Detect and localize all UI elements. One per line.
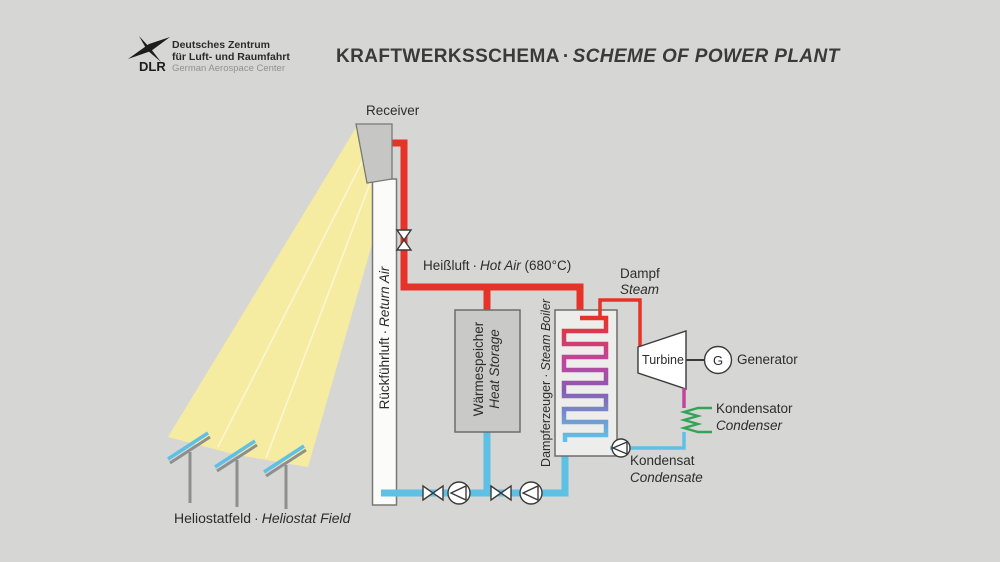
generator-label: Generator <box>737 352 798 367</box>
steam-pipe <box>598 298 642 346</box>
turbine-label: Turbine <box>642 353 684 367</box>
steam-boiler-separator: · <box>539 373 553 378</box>
condensate-pipe <box>610 432 686 450</box>
receiver-shape <box>355 123 393 184</box>
logo-line-3: German Aerospace Center <box>172 63 286 74</box>
boiler-coil <box>561 315 609 442</box>
dlr-brand-text: DLR <box>139 59 166 74</box>
heliostat-field-de: Heliostatfeld <box>174 510 252 526</box>
generator-symbol: G <box>712 352 724 368</box>
heat-storage-label: Wärmespeicher Heat Storage <box>471 289 503 449</box>
condenser-en: Condenser <box>716 418 783 433</box>
hot-air-pipe <box>388 139 584 318</box>
valve-icon <box>422 484 444 502</box>
steam-de: Dampf <box>620 266 660 281</box>
heat-storage-de: Wärmespeicher <box>471 321 486 417</box>
hot-air-temp: (680°C) <box>524 258 572 273</box>
heliostat-field-en: Heliostat Field <box>261 510 351 526</box>
pump-icon <box>519 481 543 505</box>
pump-icon <box>447 481 471 505</box>
heliostat <box>263 444 307 509</box>
title-german: KRAFTWERKSSCHEMA <box>336 46 560 67</box>
steam-label: Dampf Steam <box>620 266 660 298</box>
logo-line-2: für Luft- und Raumfahrt <box>172 51 290 63</box>
hot-air-label: Heißluft·Hot Air (680°C) <box>423 258 571 274</box>
condensate-label: Kondensat Condensate <box>630 452 703 486</box>
generator-circle <box>703 345 733 375</box>
valve-icon <box>395 229 413 251</box>
heliostat <box>167 431 211 503</box>
heliostat-field-label: Heliostatfeld·Heliostat Field <box>174 510 350 526</box>
steam-boiler-de: Dampferzeuger <box>539 380 553 467</box>
logo-text-block: Deutsches Zentrum für Luft- und Raumfahr… <box>172 39 290 75</box>
condenser-icon <box>679 406 712 434</box>
title-separator: · <box>562 46 570 67</box>
heliostat-field-separator: · <box>254 510 259 526</box>
condensate-de: Kondensat <box>630 453 695 468</box>
steam-boiler-en: Steam Boiler <box>539 299 553 371</box>
steam-en: Steam <box>620 282 660 297</box>
return-air-de: Rückführluft <box>377 337 392 410</box>
return-air-duct <box>371 178 398 506</box>
solar-beam <box>168 126 391 467</box>
dlr-logo-icon <box>128 36 170 62</box>
hot-air-en: Hot Air <box>480 258 521 273</box>
condenser-de: Kondensator <box>716 401 793 416</box>
receiver-label: Receiver <box>366 103 420 118</box>
title-english: SCHEME OF POWER PLANT <box>572 46 840 67</box>
heliostat <box>214 439 258 507</box>
return-air-label: Rückführluft · Return Air <box>377 238 393 438</box>
turbine-shape <box>637 330 687 390</box>
pump-icon <box>611 438 631 458</box>
return-air-en: Return Air <box>377 266 392 327</box>
logo-line-1: Deutsches Zentrum <box>172 39 271 51</box>
valve-icon <box>490 484 512 502</box>
condensate-en: Condensate <box>630 470 703 485</box>
steam-boiler-label: Dampferzeuger · Steam Boiler <box>538 293 554 473</box>
heat-storage-en: Heat Storage <box>487 329 502 409</box>
page-title: KRAFTWERKSSCHEMA·SCHEME OF POWER PLANT <box>336 46 840 68</box>
condenser-label: Kondensator Condenser <box>716 400 793 434</box>
hot-air-separator: · <box>472 258 478 273</box>
heat-storage-box <box>454 309 521 433</box>
return-air-separator: · <box>377 329 392 335</box>
hot-air-de: Heißluft <box>423 258 470 273</box>
